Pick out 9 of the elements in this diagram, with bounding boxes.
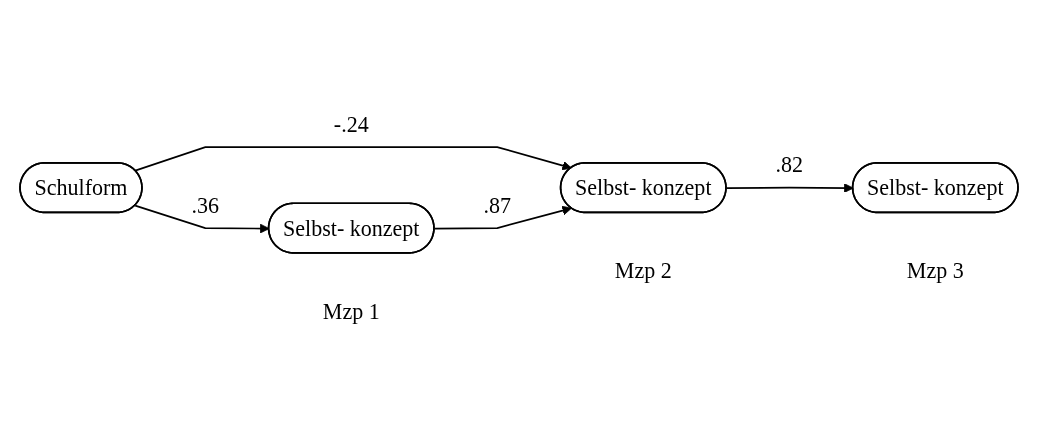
path-coefficient: -.24 [333,111,369,137]
arrow [433,205,572,229]
time-point-label: Mzp 3 [906,258,964,283]
path-coefficient: .87 [483,192,512,218]
time-point-label: Mzp 2 [614,258,672,283]
path-coefficient: .36 [191,192,219,218]
arrow [134,145,572,171]
time-point-label: Mzp 1 [322,298,380,324]
path-coefficient: .82 [775,151,804,177]
